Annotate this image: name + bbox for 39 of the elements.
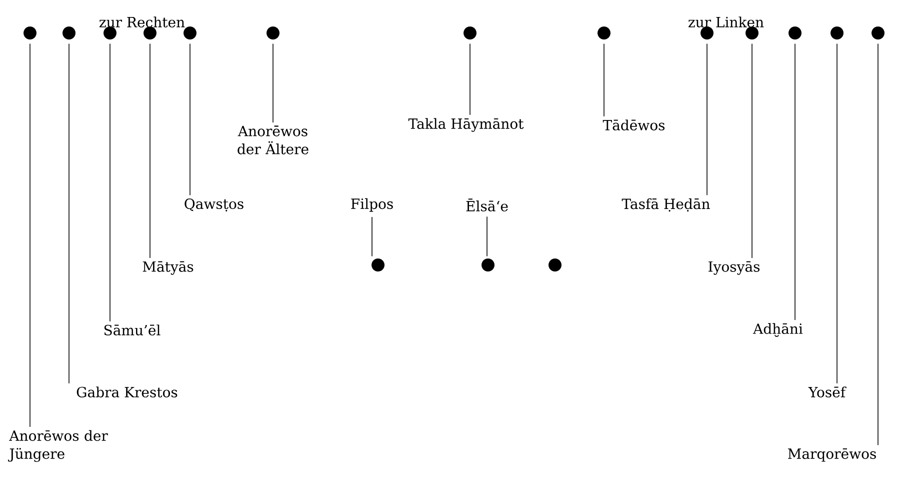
- dot: [830, 26, 844, 40]
- leader-line: [486, 216, 488, 257]
- dot: [788, 26, 802, 40]
- name-label: Sāmu’ēl: [104, 324, 160, 336]
- leader-line: [706, 43, 708, 196]
- leader-line: [272, 43, 274, 123]
- dot: [24, 26, 36, 40]
- name-label: Adḫāni: [752, 323, 803, 337]
- name-label: Anorēwos der Jüngere: [8, 430, 108, 462]
- name-label: Qawsṭos: [184, 198, 244, 212]
- leader-line: [68, 43, 70, 384]
- dot: [266, 26, 280, 40]
- dot: [62, 26, 76, 40]
- name-label: Anorēwos der Ältere: [238, 126, 308, 154]
- dot: [872, 26, 884, 40]
- dot: [746, 26, 758, 40]
- name-label: Marqorēwos: [788, 448, 876, 462]
- name-label: Ēlsā‘e: [466, 198, 508, 212]
- heading: zur Linken: [688, 16, 764, 28]
- name-label: Tasfā Ḥeḍān: [622, 198, 710, 212]
- dot: [700, 26, 714, 40]
- dot: [144, 26, 156, 40]
- name-label: Filpos: [351, 198, 393, 212]
- name-label: Iyosyās: [708, 261, 760, 275]
- name-label: Mātyās: [142, 261, 194, 275]
- name-label: Takla Hāymānot: [408, 118, 524, 132]
- name-label: Tādēwos: [602, 120, 665, 130]
- dot: [464, 26, 476, 40]
- leader-line: [836, 43, 838, 384]
- name-label: Yosēf: [808, 386, 846, 398]
- dot: [548, 258, 562, 272]
- dot: [372, 258, 384, 272]
- dot: [104, 26, 116, 40]
- dot: [482, 258, 494, 272]
- dot: [598, 26, 610, 40]
- name-label: Gabra Krestos: [76, 386, 178, 398]
- leader-line: [794, 43, 796, 320]
- heading: zur Rechten: [100, 16, 185, 28]
- dot: [184, 26, 196, 40]
